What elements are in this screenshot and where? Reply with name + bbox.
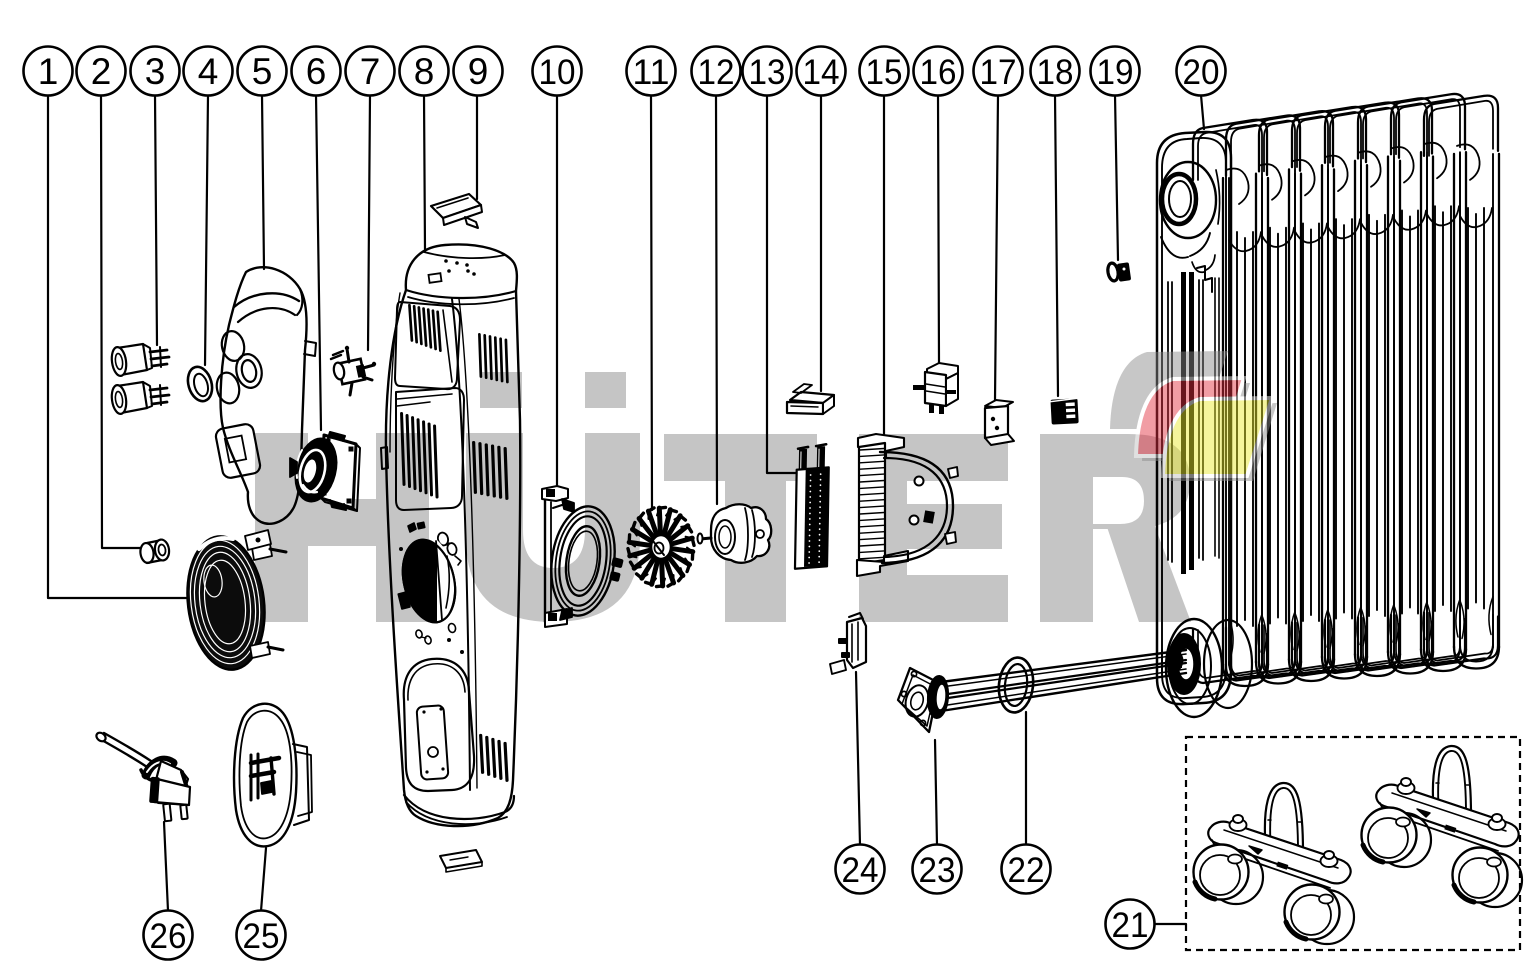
svg-text:10: 10 — [539, 53, 576, 92]
svg-text:2: 2 — [91, 51, 112, 92]
svg-text:22: 22 — [1008, 851, 1045, 890]
svg-text:5: 5 — [252, 51, 273, 92]
svg-text:13: 13 — [749, 53, 786, 92]
svg-text:8: 8 — [414, 51, 435, 92]
svg-text:20: 20 — [1183, 53, 1220, 92]
svg-text:17: 17 — [980, 53, 1017, 92]
svg-text:6: 6 — [306, 51, 327, 92]
svg-text:14: 14 — [803, 53, 840, 92]
svg-text:15: 15 — [866, 53, 903, 92]
svg-text:4: 4 — [198, 51, 219, 92]
svg-text:11: 11 — [633, 53, 670, 92]
svg-text:7: 7 — [360, 51, 381, 92]
svg-text:16: 16 — [920, 53, 957, 92]
svg-text:19: 19 — [1097, 53, 1134, 92]
svg-text:12: 12 — [698, 53, 735, 92]
svg-text:26: 26 — [150, 917, 187, 956]
svg-text:1: 1 — [38, 51, 59, 92]
svg-text:3: 3 — [145, 51, 166, 92]
svg-text:24: 24 — [842, 851, 879, 890]
svg-text:21: 21 — [1112, 906, 1149, 945]
svg-text:25: 25 — [243, 917, 280, 956]
svg-text:23: 23 — [919, 851, 956, 890]
svg-text:9: 9 — [468, 51, 489, 92]
svg-text:18: 18 — [1037, 53, 1074, 92]
